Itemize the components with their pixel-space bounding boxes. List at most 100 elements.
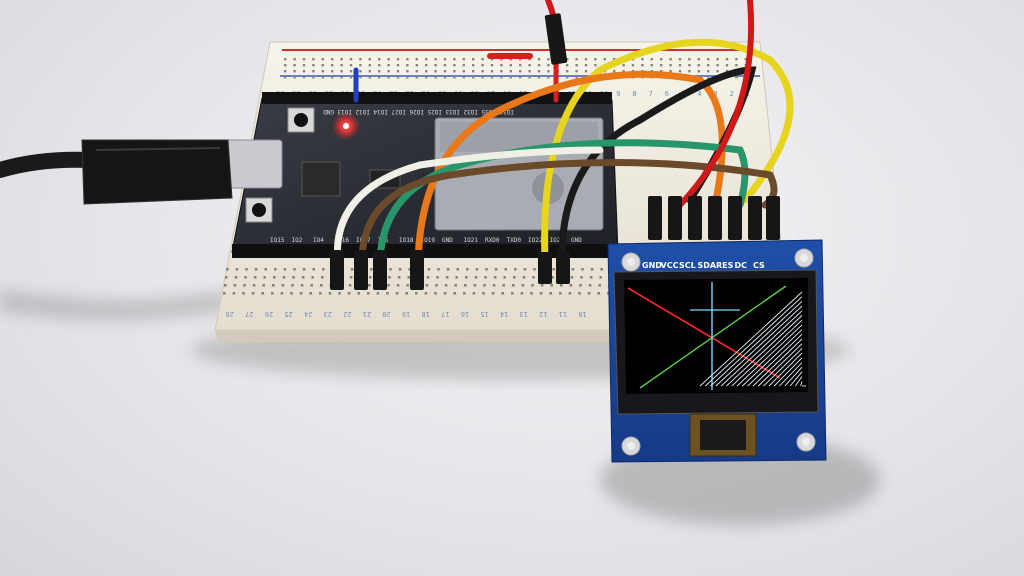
breadboard-hole — [338, 292, 341, 295]
breadboard-hole — [660, 58, 663, 61]
breadboard-hole — [261, 292, 264, 295]
oled-display-graphics — [627, 282, 806, 390]
header-pin-label: IO15 — [270, 237, 285, 244]
breadboard-hole — [584, 70, 588, 73]
breadboard-hole — [579, 284, 582, 287]
breadboard-hole — [584, 64, 588, 67]
breadboard-hole — [425, 64, 428, 67]
breadboard-hole — [744, 58, 747, 61]
breadboard-hole — [388, 276, 391, 279]
breadboard-hole — [312, 70, 315, 73]
breadboard-hole — [528, 70, 531, 73]
breadboard-hole — [533, 268, 536, 271]
breadboard-hole — [350, 268, 354, 271]
breadboard-hole — [224, 284, 227, 287]
breadboard-hole — [283, 268, 287, 271]
breadboard-hole — [581, 268, 584, 271]
oled-red-line — [627, 287, 781, 379]
breadboard-hole — [531, 284, 534, 287]
breadboard-hole — [225, 276, 228, 279]
breadboard-hole — [707, 58, 710, 61]
breadboard-hole — [321, 58, 324, 61]
breadboard-hole — [678, 64, 682, 67]
breadboard-hole — [311, 276, 314, 279]
breadboard-hole — [490, 70, 494, 73]
breadboard-hole — [359, 64, 362, 67]
breadboard-hole — [547, 58, 550, 61]
breadboard-hole — [735, 76, 738, 79]
breadboard-hole — [425, 76, 428, 79]
breadboard-hole — [223, 292, 226, 295]
breadboard-hole — [242, 292, 245, 295]
breadboard-hole — [622, 70, 625, 73]
breadboard-hole — [641, 64, 644, 67]
breadboard-hole — [472, 58, 475, 61]
breadboard-hole — [293, 70, 296, 73]
header-pin-label: IO2 — [292, 237, 303, 244]
breadboard-column-number: 4 — [697, 90, 701, 98]
header-pin-label: TXD0 — [507, 237, 522, 244]
breadboard-hole — [482, 292, 485, 295]
breadboard-hole — [396, 284, 400, 287]
oled-string-art-line — [710, 301, 803, 387]
breadboard-hole — [349, 64, 353, 67]
breadboard-hole — [537, 58, 541, 61]
breadboard-hole — [406, 58, 409, 61]
breadboard-hole — [528, 76, 531, 79]
micro-usb-port — [225, 139, 283, 189]
breadboard-hole — [613, 70, 616, 73]
breadboard-hole — [519, 64, 522, 67]
breadboard-column-number: 14 — [500, 310, 508, 318]
breadboard-hole — [551, 276, 554, 279]
green-wire — [376, 139, 749, 269]
breadboard-hole — [466, 268, 469, 271]
breadboard-hole — [436, 276, 439, 279]
breadboard-hole — [340, 76, 343, 79]
breadboard-hole — [513, 276, 516, 279]
breadboard-hole — [631, 64, 635, 67]
breadboard-hole — [537, 76, 541, 79]
breadboard-column-number: 26 — [265, 310, 273, 318]
brown-wire — [358, 159, 778, 269]
breadboard-column-number: 7 — [649, 90, 653, 98]
breadboard-hole — [500, 70, 503, 73]
breadboard-hole — [302, 58, 306, 61]
header-pin-label: GND — [323, 108, 334, 115]
breadboard-hole — [509, 58, 512, 61]
breadboard-hole — [532, 276, 535, 279]
breadboard-hole — [434, 58, 437, 61]
breadboard-hole — [389, 268, 392, 271]
oled-green-line — [639, 285, 787, 389]
breadboard-hole — [243, 284, 246, 287]
breadboard-hole — [688, 70, 691, 73]
breadboard-hole — [569, 284, 573, 287]
breadboard-hole — [481, 76, 484, 79]
breadboard-hole — [387, 70, 390, 73]
breadboard-hole — [406, 70, 409, 73]
breadboard-hole — [271, 292, 274, 295]
breadboard-column-number: 15 — [480, 310, 488, 318]
breadboard-column-number: 2 — [730, 90, 734, 98]
breadboard-hole — [319, 292, 322, 295]
breadboard-column-number: 19 — [402, 310, 410, 318]
breadboard-hole — [500, 64, 503, 67]
breadboard-hole — [607, 292, 610, 295]
breadboard-hole — [331, 64, 334, 67]
breadboard-hole — [501, 292, 504, 295]
breadboard-hole — [235, 268, 239, 271]
breadboard-hole — [347, 292, 351, 295]
breadboard-hole — [398, 268, 402, 271]
breadboard-hole — [253, 276, 257, 279]
oled-pin-label: DC — [735, 261, 748, 270]
breadboard-hole — [312, 58, 315, 61]
breadboard-column-number: 11 — [559, 310, 567, 318]
oled-pin-label: VCC — [661, 261, 679, 270]
breadboard-hole — [509, 70, 512, 73]
breadboard-column-number: 6 — [665, 90, 669, 98]
breadboard-hole — [462, 76, 465, 79]
white-wire — [333, 146, 604, 269]
oled-string-art-line — [699, 291, 803, 387]
breadboard-hole — [697, 70, 700, 73]
breadboard-hole — [456, 268, 459, 271]
